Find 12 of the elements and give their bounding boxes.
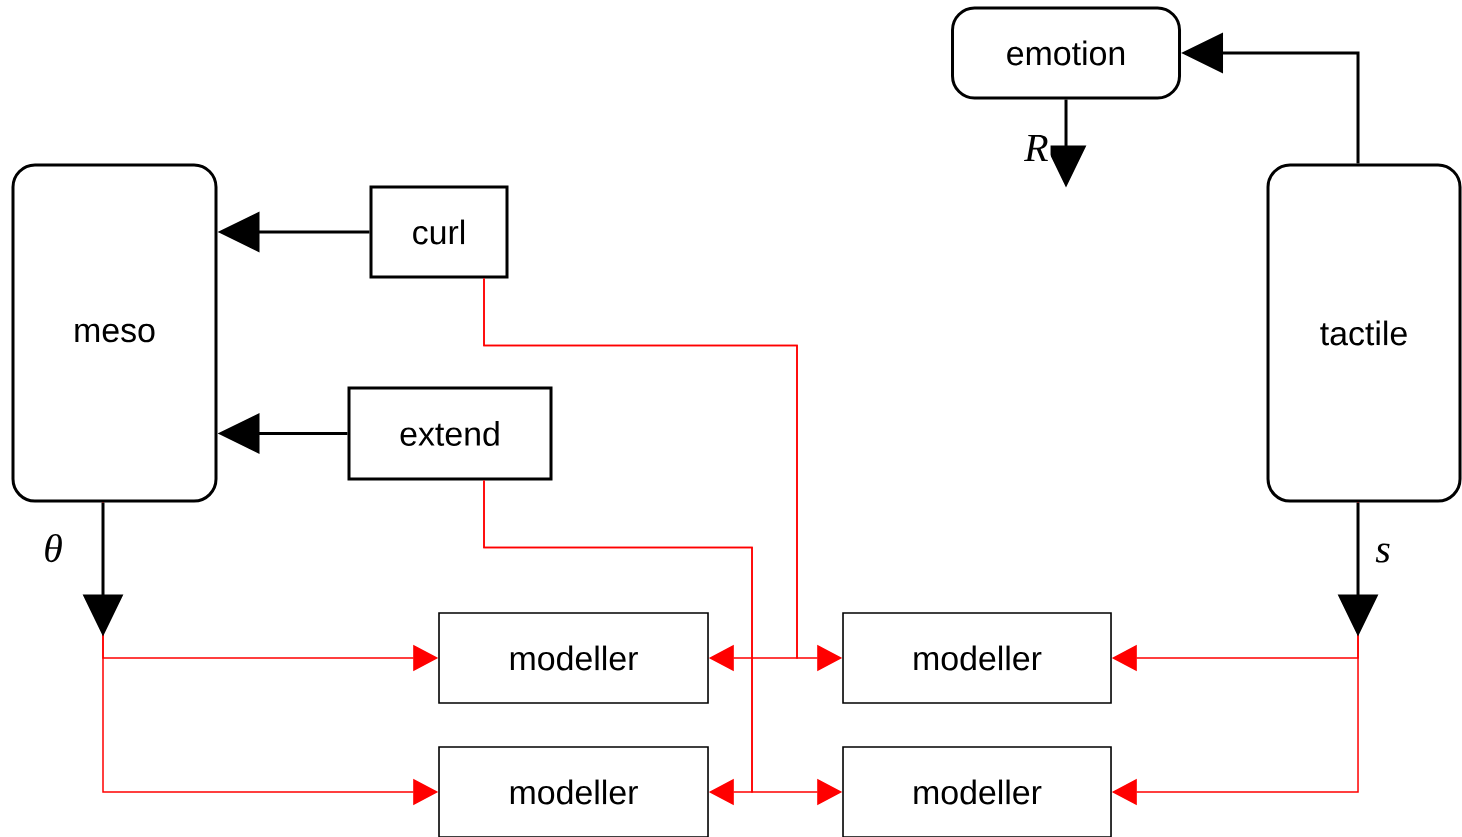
- process-box: modeller: [438, 612, 709, 704]
- edge-label: s: [1373, 541, 1393, 565]
- edge-label: θ: [41, 531, 65, 565]
- process-box: modeller: [438, 746, 709, 837]
- process-box: curl: [369, 185, 509, 279]
- edge-label: R: [1022, 132, 1051, 164]
- rounded-box: meso: [11, 163, 218, 503]
- rounded-box: tactile: [1266, 163, 1462, 503]
- process-box: modeller: [842, 612, 1112, 704]
- rounded-box: emotion: [951, 6, 1181, 100]
- process-box: extend: [347, 386, 553, 481]
- process-box: modeller: [842, 746, 1112, 837]
